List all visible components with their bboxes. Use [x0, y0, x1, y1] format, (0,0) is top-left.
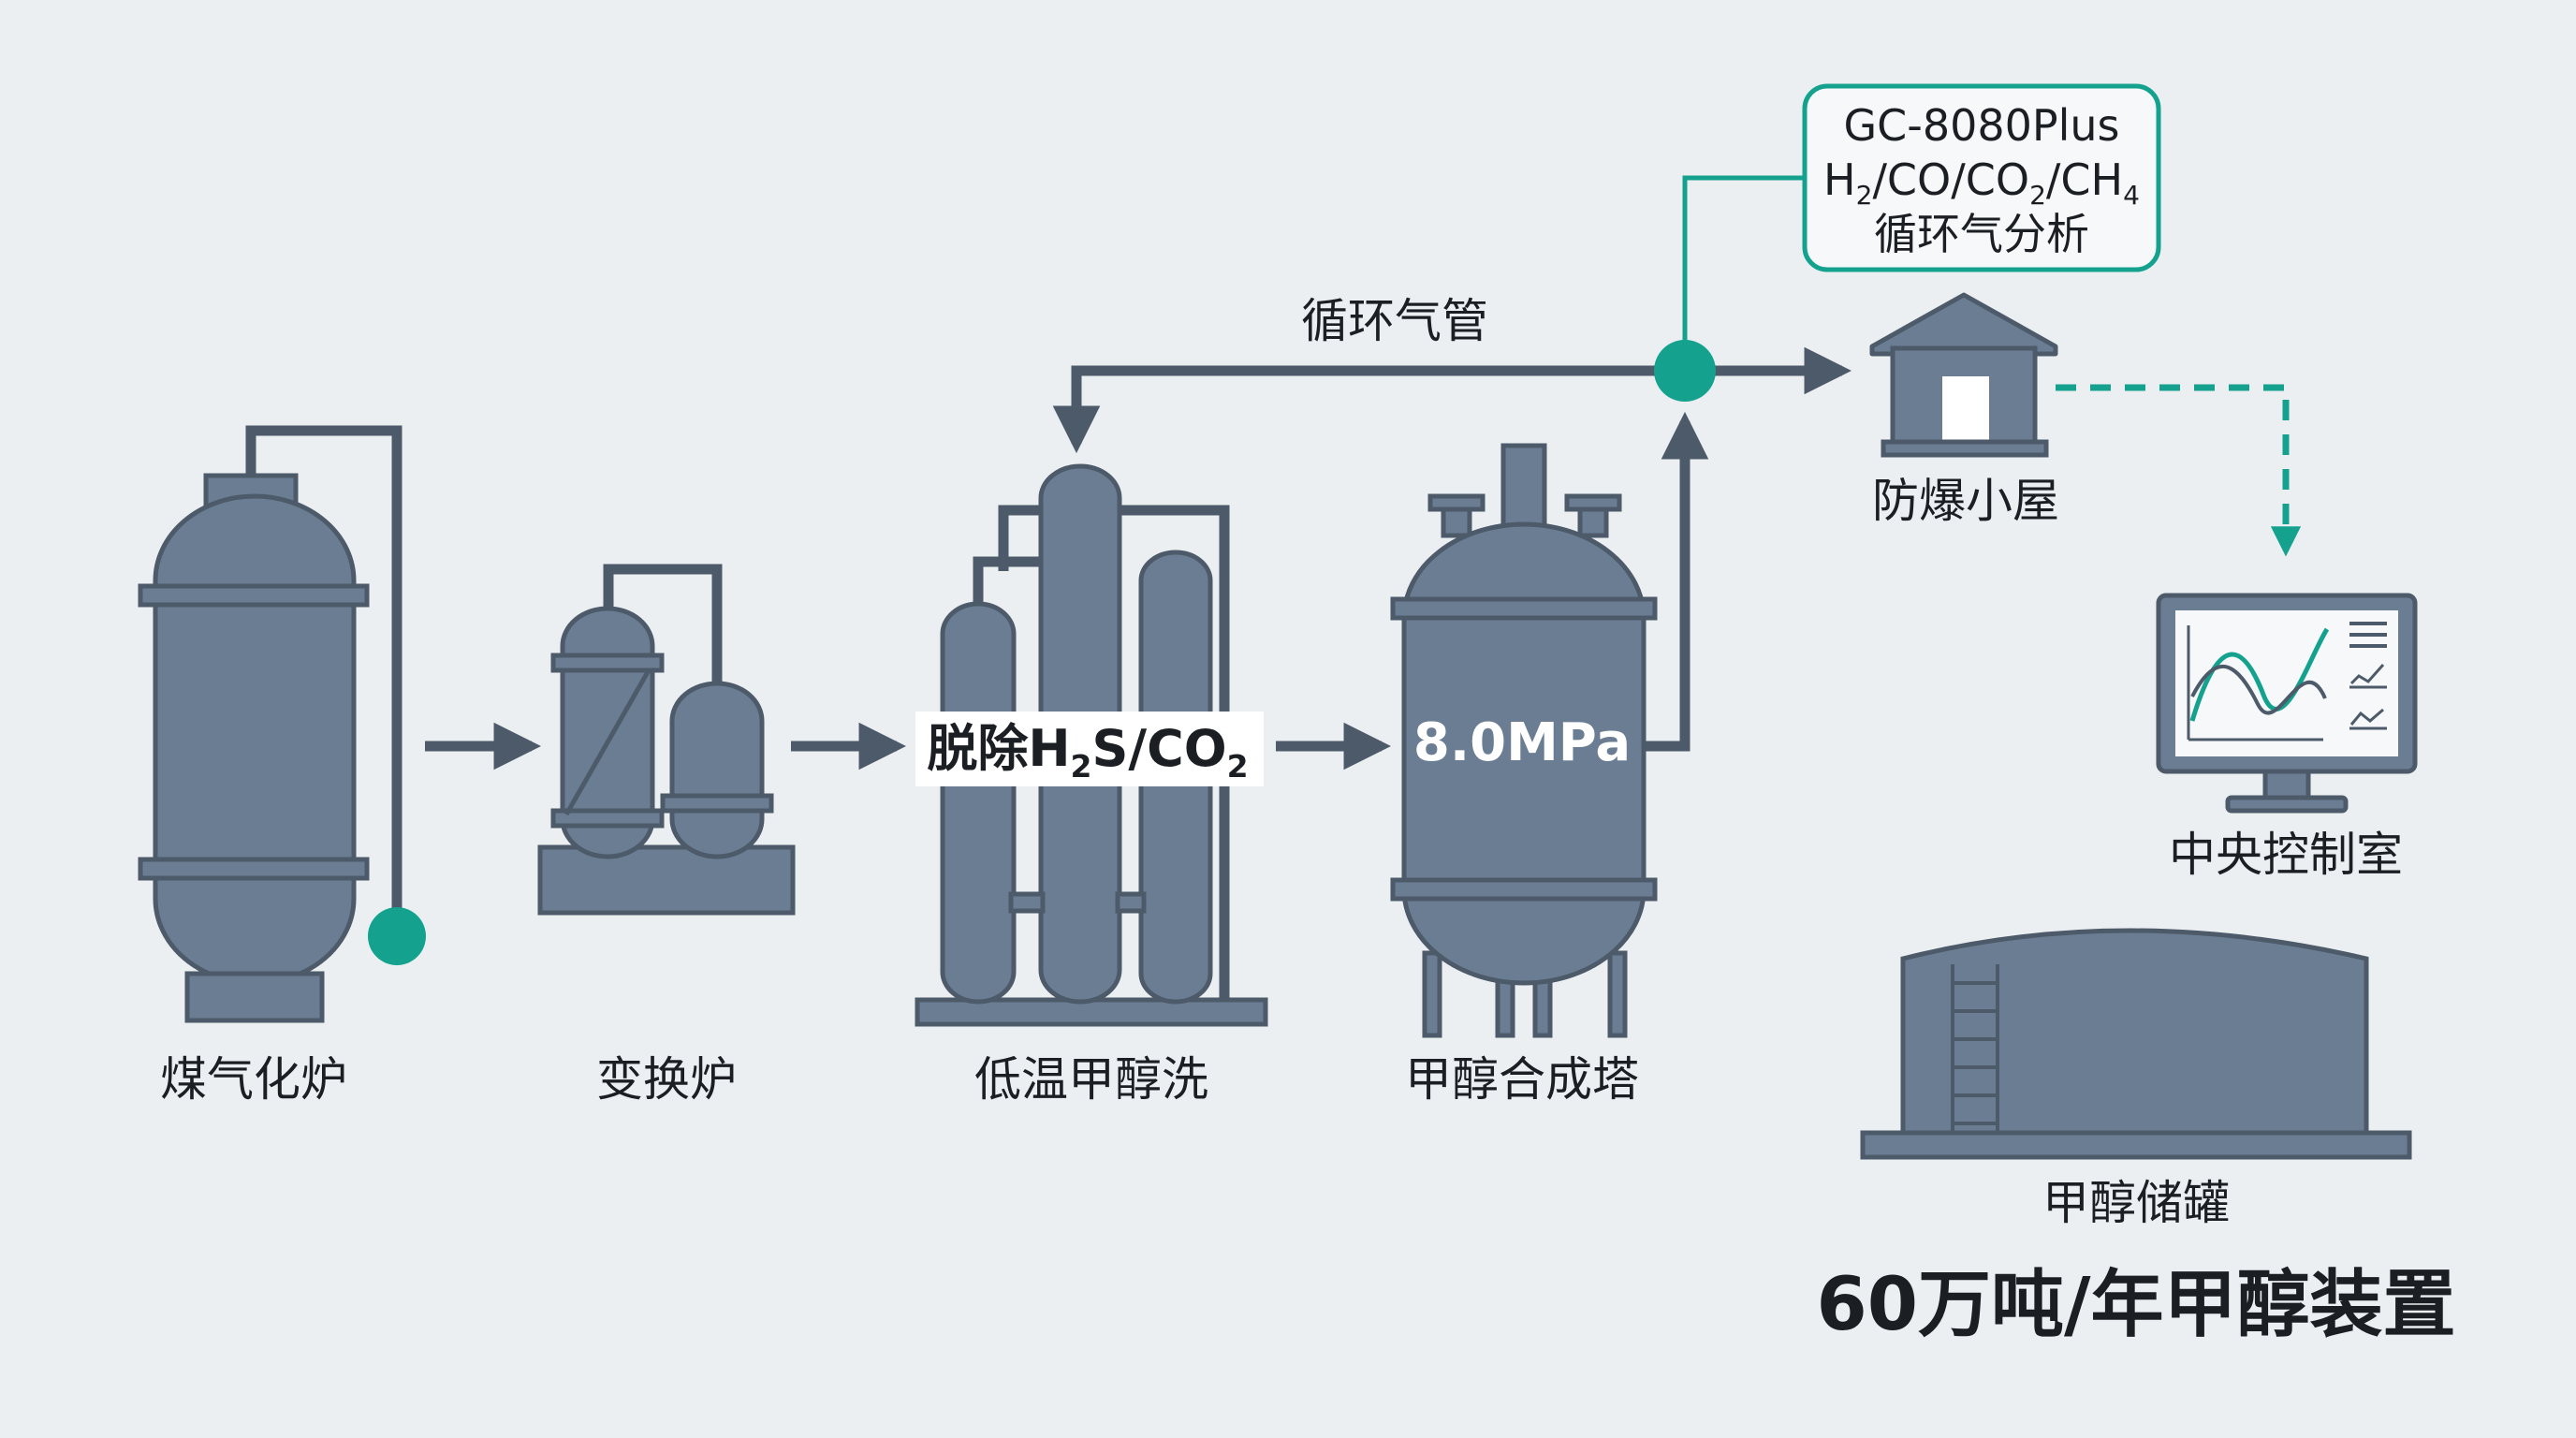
analyzer-sample-line: [1682, 175, 1805, 371]
rectisol-unit: 脱除H2S/CO2: [915, 463, 1268, 1027]
shift-converter: [537, 564, 796, 916]
rectisol-tag: 脱除H2S/CO2: [927, 719, 1248, 785]
analyzer-purpose: 循环气分析: [1874, 209, 2089, 259]
synthesis-pressure: 8.0MPa: [1413, 712, 1631, 773]
control-room-label: 中央控制室: [2169, 828, 2403, 882]
shelter-label: 防爆小屋: [1872, 474, 2059, 528]
house-icon: [1869, 292, 2058, 458]
coal-gasifier: [138, 425, 426, 1023]
rectisol-tag-backing: [915, 712, 1264, 786]
shift-label: 变换炉: [596, 1052, 737, 1107]
arrow-synthesis-outlet: [1644, 411, 1709, 752]
monitor-icon: [2156, 593, 2418, 814]
gasifier-sample-point: [368, 907, 426, 965]
analyzer-model: GC-8080Plus: [1843, 100, 2119, 151]
plant-title: 60万吨/年甲醇装置: [1816, 1263, 2455, 1347]
tank-ladder: [1951, 964, 1999, 1135]
methanol-storage-tank: [1860, 928, 2412, 1160]
storage-label: 甲醇储罐: [2042, 1176, 2230, 1230]
data-link-arrow: [2056, 384, 2302, 557]
analyzer-callout: GC-8080Plus H2/CO/CO2/CH4 循环气分析: [1802, 83, 2161, 272]
recycle-pipe-label: 循环气管: [1301, 294, 1488, 348]
rectisol-label: 低温甲醇洗: [974, 1052, 1208, 1107]
methanol-synthesis-tower: 8.0MPa: [1390, 443, 1658, 1038]
analyzer-box: [1802, 83, 2161, 272]
gasifier-label: 煤气化炉: [160, 1052, 347, 1107]
recycle-sample-point: [1654, 340, 1716, 402]
recycle-gas-pipe: [1052, 365, 1685, 454]
synthesis-label: 甲醇合成塔: [1405, 1052, 1639, 1107]
analyzer-gases: H2/CO/CO2/CH4: [1823, 154, 2140, 211]
